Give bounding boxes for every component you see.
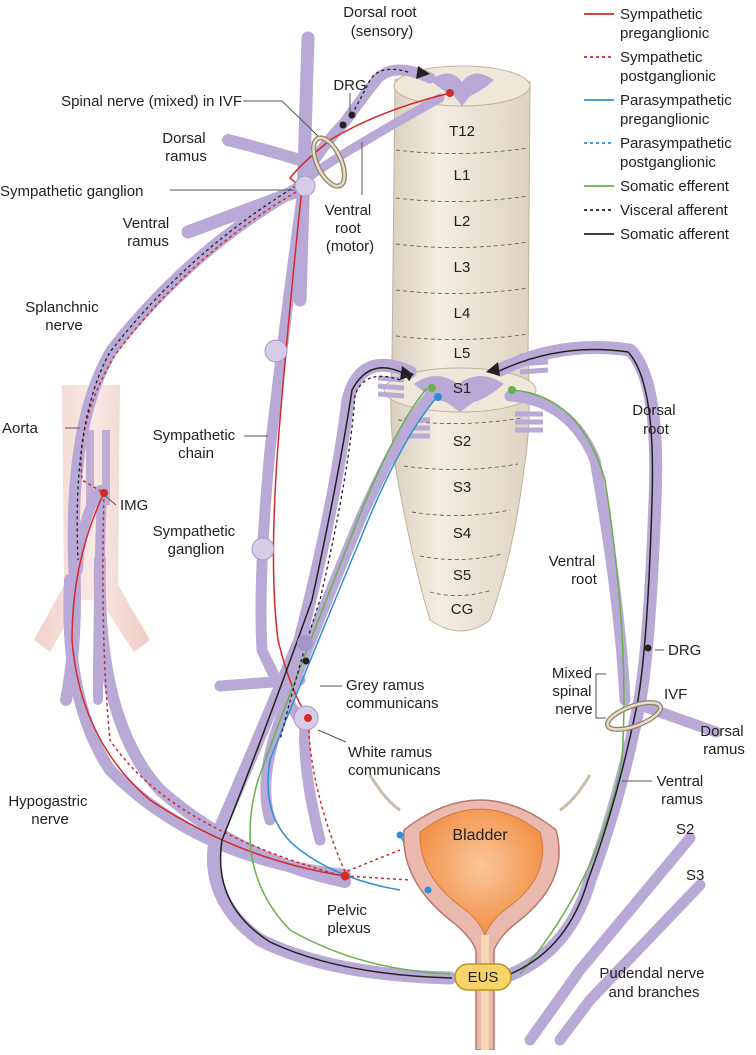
white-ramus-label: White ramus communicans xyxy=(348,744,441,779)
segment-labels: T12 L1 L2 L3 L4 L5 S1 S2 S3 S4 S5 CG xyxy=(449,123,475,618)
sympathetic-ganglion-mid-label: Sympathetic ganglion xyxy=(153,523,240,558)
segment-label: S1 xyxy=(453,380,471,397)
sympathetic-chain-label: Sympathetic chain xyxy=(153,427,240,462)
ventral-root-right-label: Ventral root xyxy=(549,553,600,588)
bladder-label: Bladder xyxy=(452,827,508,844)
sympathetic-ganglion-chain xyxy=(264,339,288,363)
pelvic-plexus-label: Pelvic plexus xyxy=(327,902,371,937)
s2-label: S2 xyxy=(676,821,694,838)
spinal-nerve-ivf-label: Spinal nerve (mixed) in IVF xyxy=(61,93,242,110)
segment-label: S2 xyxy=(453,433,471,450)
segment-label: L4 xyxy=(454,305,471,322)
pudendal-label: Pudendal nerve and branches xyxy=(599,965,708,1001)
bladder-lumen xyxy=(419,808,544,937)
sympathetic-ganglion-top-label: Sympathetic ganglion xyxy=(0,183,143,200)
segment-label: S5 xyxy=(453,567,471,584)
dorsal-ramus-top-label: Dorsal ramus xyxy=(162,130,210,165)
legend-item: Somatic efferent xyxy=(584,178,730,195)
ivf-label: IVF xyxy=(664,686,687,703)
ventral-ramus-right-label: Ventral ramus xyxy=(657,773,708,808)
eus: EUS xyxy=(454,963,512,991)
arrows xyxy=(400,66,500,380)
drg-top-label: DRG xyxy=(333,77,366,94)
sympathetic-ganglion-top xyxy=(294,175,316,197)
img-label: IMG xyxy=(120,497,148,514)
dorsal-root-right-label: Dorsal root xyxy=(632,402,680,438)
segment-label: L5 xyxy=(454,345,471,362)
legend-item: Visceral afferent xyxy=(584,202,729,219)
splanchnic-nerve-label: Splanchnic nerve xyxy=(25,299,103,334)
dorsal-ramus-right-label: Dorsal ramus xyxy=(700,723,748,758)
segment-label: T12 xyxy=(449,123,475,140)
bladder: Bladder xyxy=(368,774,592,1051)
mixed-spinal-nerve-label: Mixed spinal nerve xyxy=(552,665,596,718)
leader-lines xyxy=(65,93,664,782)
segment-label: CG xyxy=(451,601,474,618)
drg-left-lower xyxy=(297,635,313,651)
s3-label: S3 xyxy=(686,867,704,884)
synapse-markers xyxy=(100,89,652,894)
ventral-ramus-top-label: Ventral ramus xyxy=(123,215,174,250)
ganglia xyxy=(251,175,319,731)
legend-label: Visceral afferent xyxy=(620,202,729,219)
segment-label: S3 xyxy=(453,479,471,496)
aorta xyxy=(34,385,150,652)
grey-ramus-label: Grey ramus communicans xyxy=(346,677,439,712)
rootlets xyxy=(377,351,549,439)
hypogastric-nerve-label: Hypogastric nerve xyxy=(8,793,91,828)
ivf-rings xyxy=(311,135,664,732)
ventral-root-motor-label: Ventral root (motor) xyxy=(325,202,376,255)
dorsal-root-sensory-label: Dorsal root (sensory) xyxy=(343,4,421,40)
nerve-trunks xyxy=(60,31,722,1046)
drg-right-label: DRG xyxy=(668,642,701,659)
aorta-label: Aorta xyxy=(2,420,39,437)
segment-label: L3 xyxy=(454,259,471,276)
segment-label: L2 xyxy=(454,213,471,230)
legend-item: Somatic afferent xyxy=(584,226,730,243)
legend-label: Somatic afferent xyxy=(620,226,730,243)
segment-label: S4 xyxy=(453,525,471,542)
eus-label: EUS xyxy=(468,969,499,986)
segment-label: L1 xyxy=(454,167,471,184)
spinal-cord xyxy=(383,65,537,632)
labels: Dorsal root (sensory) Spinal nerve (mixe… xyxy=(0,4,748,1001)
legend-label: Somatic efferent xyxy=(620,178,730,195)
sympathetic-ganglion-mid xyxy=(251,537,275,561)
